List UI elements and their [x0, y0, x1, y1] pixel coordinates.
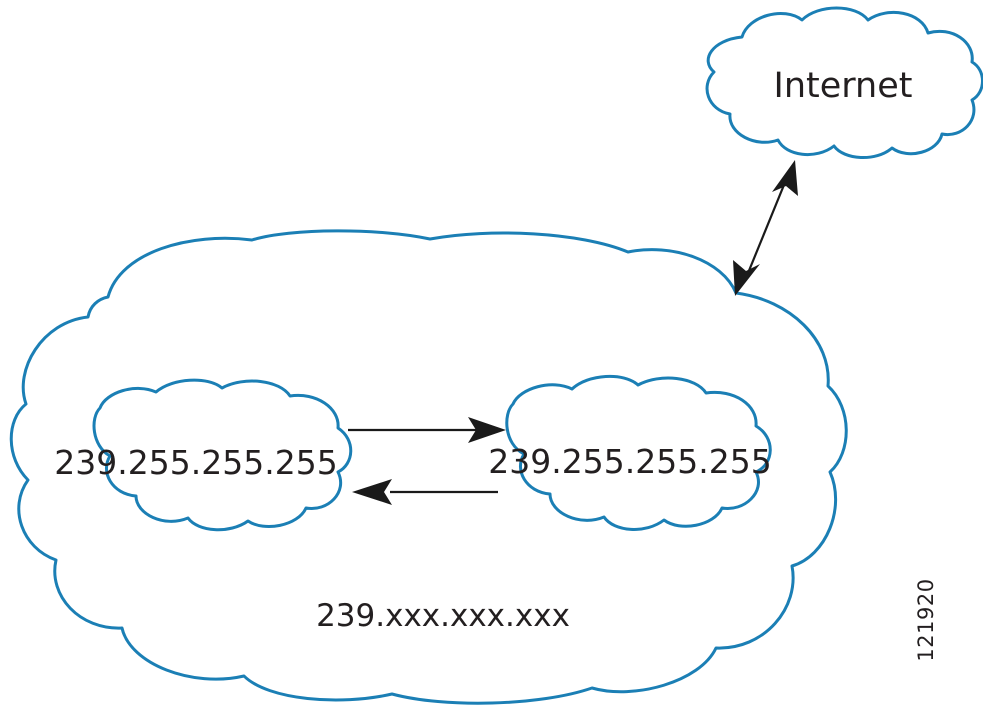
left-inner-cloud-group: 239.255.255.255 [54, 378, 353, 532]
outer-cloud-shape [9, 229, 848, 705]
top-arrow-head-right [468, 417, 506, 443]
right-to-left-arrow [352, 479, 498, 505]
internet-arrow-line [744, 179, 788, 279]
outer-cloud-group: 239.xxx.xxx.xxx [9, 229, 848, 705]
right-multicast-cloud-shape [505, 374, 772, 531]
internet-bidirectional-arrow [733, 160, 798, 296]
outer-cloud-label: 239.xxx.xxx.xxx [316, 598, 570, 634]
right-inner-cloud-group: 239.255.255.255 [488, 374, 772, 531]
right-multicast-cloud-label: 239.255.255.255 [488, 442, 771, 481]
internet-cloud-group: Internet [705, 6, 983, 160]
internet-cloud-label: Internet [774, 66, 913, 106]
internet-cloud-shape [705, 6, 983, 160]
figure-number: 121920 [914, 578, 938, 661]
internet-arrow-head-down [733, 260, 760, 296]
left-to-right-arrow [348, 417, 506, 443]
bottom-arrow-head-left [352, 479, 392, 505]
internet-arrow-head-up [772, 160, 798, 196]
left-multicast-cloud-label: 239.255.255.255 [54, 443, 337, 482]
left-multicast-cloud-shape [92, 378, 353, 532]
